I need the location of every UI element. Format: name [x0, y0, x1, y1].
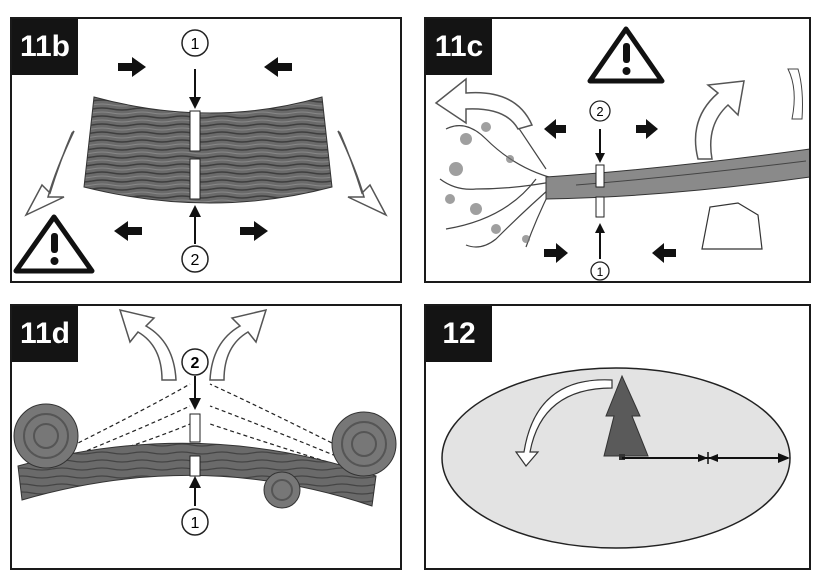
diagram-11c: 2 1 [434, 26, 809, 281]
panel-11c: 11c [424, 17, 811, 283]
arrow-icon [778, 453, 790, 463]
compress-arrow-left-icon [118, 57, 146, 77]
warning-icon [13, 214, 95, 274]
tension-arrow-left-icon [114, 221, 142, 241]
spring-arrow-left-icon [118, 308, 177, 381]
arrow-icon [708, 454, 718, 462]
svg-text:2: 2 [191, 252, 200, 269]
log-end-left [13, 403, 79, 469]
diagram-11d: 2 1 [13, 308, 397, 536]
tension-arrow-right-icon [636, 119, 658, 139]
compress-arrow-right-icon [264, 57, 292, 77]
spring-arrow-left-icon [434, 77, 534, 130]
tension-arrow-right-icon [240, 221, 268, 241]
arrow-icon [595, 223, 605, 233]
compress-arrow-left-icon [544, 243, 568, 263]
svg-text:2: 2 [191, 355, 200, 372]
fallen-trunk [545, 148, 809, 200]
cut-bottom [189, 455, 201, 477]
panel-11d: 11d [10, 304, 402, 570]
fall-arrow-right-icon [337, 130, 388, 217]
diagram-11b: 1 2 [13, 29, 388, 274]
step-marker-2: 2 [181, 245, 209, 273]
arrow-icon [189, 205, 201, 217]
spring-arrow-right-icon [209, 308, 268, 381]
step-marker-1: 1 [181, 508, 209, 536]
panel-11b: 11b [10, 17, 402, 283]
arrow-icon [698, 454, 708, 462]
log-end-right [331, 411, 397, 477]
svg-text:1: 1 [191, 36, 200, 53]
arrow-icon [595, 153, 605, 163]
svg-text:2: 2 [596, 104, 603, 119]
step-marker-1: 1 [590, 261, 610, 281]
fall-arc-icon [514, 379, 613, 467]
cut-top [189, 413, 201, 443]
arrow-icon [189, 97, 201, 109]
step-marker-2: 2 [181, 348, 209, 376]
step-marker-1: 1 [181, 29, 209, 57]
spring-arrow-right-icon [694, 80, 745, 160]
panel-label-11c: 11c [426, 19, 492, 75]
log-end-small [263, 471, 301, 509]
diagram-12 [441, 367, 791, 549]
cut-bottom [189, 158, 201, 200]
svg-text:1: 1 [597, 265, 604, 279]
arrow-icon [189, 476, 201, 488]
bent-trunk [83, 96, 333, 204]
step-marker-2: 2 [589, 100, 611, 122]
rock [701, 202, 763, 250]
panel-label-12: 12 [426, 306, 492, 362]
compress-arrow-right-icon [652, 243, 676, 263]
cut-bottom [595, 196, 605, 218]
panel-label-11b: 11b [12, 19, 78, 75]
tension-arrow-left-icon [544, 119, 566, 139]
panel-label-11d: 11d [12, 306, 78, 362]
svg-text:1: 1 [191, 515, 200, 532]
fall-arrow-left-icon [24, 130, 75, 217]
cut-top [595, 164, 605, 188]
arrow-icon [189, 398, 201, 410]
warning-icon [587, 26, 665, 84]
cut-top [189, 110, 201, 152]
panel-12: 12 [424, 304, 811, 570]
